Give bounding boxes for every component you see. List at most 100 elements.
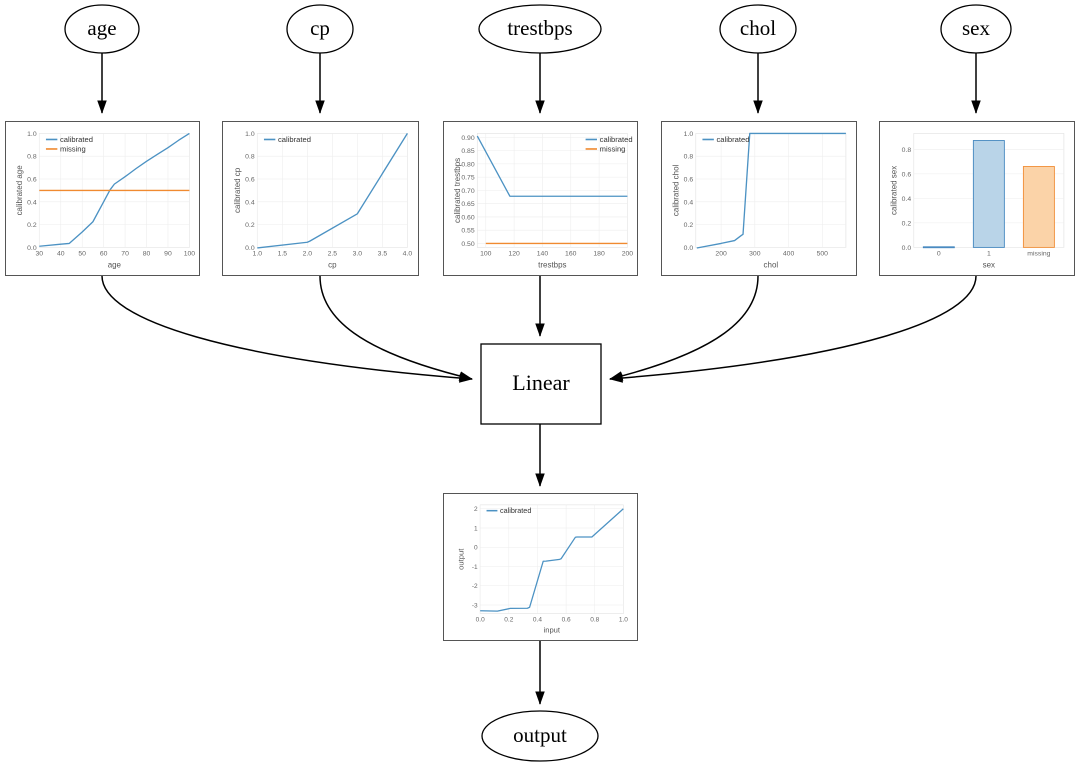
svg-text:0.4: 0.4 bbox=[27, 199, 37, 206]
svg-text:calibrated cp: calibrated cp bbox=[233, 167, 242, 213]
svg-text:calibrated: calibrated bbox=[278, 135, 311, 144]
svg-text:0.60: 0.60 bbox=[461, 214, 474, 221]
svg-text:0.6: 0.6 bbox=[684, 176, 694, 183]
svg-text:0.8: 0.8 bbox=[902, 147, 912, 154]
svg-text:0.50: 0.50 bbox=[461, 241, 474, 248]
node-chol-label: chol bbox=[740, 16, 776, 40]
svg-text:0.2: 0.2 bbox=[684, 222, 694, 229]
svg-text:60: 60 bbox=[100, 251, 108, 258]
node-trestbps[interactable] bbox=[478, 4, 602, 54]
node-sex-label: sex bbox=[962, 16, 990, 40]
svg-text:0.70: 0.70 bbox=[461, 188, 474, 195]
edge-sex-chart-to-linear bbox=[609, 275, 977, 383]
node-trestbps-label: trestbps bbox=[507, 16, 572, 40]
svg-text:0.4: 0.4 bbox=[902, 196, 912, 203]
edge-chol-chart-to-linear bbox=[609, 275, 759, 381]
svg-text:400: 400 bbox=[783, 251, 795, 258]
svg-text:0: 0 bbox=[937, 251, 941, 258]
svg-text:age: age bbox=[108, 260, 122, 269]
node-age[interactable] bbox=[64, 4, 140, 54]
svg-text:0.55: 0.55 bbox=[461, 228, 474, 235]
svg-text:2.5: 2.5 bbox=[328, 251, 338, 258]
node-output-label: output bbox=[513, 723, 567, 747]
svg-text:1.0: 1.0 bbox=[619, 616, 628, 623]
svg-text:0.6: 0.6 bbox=[902, 171, 912, 178]
svg-text:180: 180 bbox=[593, 251, 605, 258]
node-output[interactable] bbox=[481, 710, 599, 762]
svg-text:1.0: 1.0 bbox=[27, 131, 37, 138]
svg-text:calibrated age: calibrated age bbox=[15, 165, 24, 216]
svg-text:trestbps: trestbps bbox=[538, 260, 566, 269]
svg-text:140: 140 bbox=[537, 251, 549, 258]
svg-text:1: 1 bbox=[987, 251, 991, 258]
svg-text:missing: missing bbox=[600, 145, 626, 154]
svg-text:4.0: 4.0 bbox=[403, 251, 413, 258]
svg-text:missing: missing bbox=[60, 145, 86, 154]
svg-text:missing: missing bbox=[1027, 251, 1050, 258]
svg-text:160: 160 bbox=[565, 251, 577, 258]
svg-text:input: input bbox=[544, 626, 561, 635]
svg-text:90: 90 bbox=[164, 251, 172, 258]
svg-text:70: 70 bbox=[121, 251, 129, 258]
svg-text:1: 1 bbox=[474, 525, 478, 532]
svg-text:0: 0 bbox=[474, 545, 478, 552]
svg-text:0.8: 0.8 bbox=[27, 154, 37, 161]
svg-text:200: 200 bbox=[622, 251, 634, 258]
svg-text:0.65: 0.65 bbox=[461, 201, 474, 208]
svg-text:0.0: 0.0 bbox=[684, 245, 694, 252]
svg-text:0.4: 0.4 bbox=[245, 199, 255, 206]
svg-text:0.8: 0.8 bbox=[590, 616, 599, 623]
svg-text:calibrated: calibrated bbox=[60, 135, 93, 144]
node-sex[interactable] bbox=[940, 4, 1012, 54]
svg-text:3.5: 3.5 bbox=[378, 251, 388, 258]
svg-text:1.0: 1.0 bbox=[253, 251, 263, 258]
svg-text:0.6: 0.6 bbox=[27, 176, 37, 183]
svg-text:0.2: 0.2 bbox=[245, 222, 255, 229]
edge-age-chart-to-linear bbox=[101, 275, 473, 383]
node-linear-label: Linear bbox=[512, 370, 570, 395]
svg-text:calibrated sex: calibrated sex bbox=[889, 166, 898, 215]
svg-text:0.0: 0.0 bbox=[27, 245, 37, 252]
edge-cp-chart-to-linear bbox=[319, 275, 473, 381]
svg-text:3.0: 3.0 bbox=[353, 251, 363, 258]
svg-text:0.2: 0.2 bbox=[27, 222, 37, 229]
node-cp[interactable] bbox=[286, 4, 354, 54]
svg-text:0.0: 0.0 bbox=[902, 245, 912, 252]
svg-text:calibrated trestbps: calibrated trestbps bbox=[453, 158, 462, 223]
svg-text:0.8: 0.8 bbox=[684, 154, 694, 161]
svg-text:calibrated: calibrated bbox=[500, 506, 531, 515]
svg-text:50: 50 bbox=[78, 251, 86, 258]
svg-text:0.4: 0.4 bbox=[684, 199, 694, 206]
svg-text:calibrated chol: calibrated chol bbox=[671, 164, 680, 216]
node-age-label: age bbox=[87, 16, 116, 40]
svg-text:output: output bbox=[457, 548, 466, 570]
svg-text:0.90: 0.90 bbox=[461, 135, 474, 142]
node-linear[interactable] bbox=[480, 343, 602, 425]
svg-text:calibrated: calibrated bbox=[717, 135, 750, 144]
svg-text:1.0: 1.0 bbox=[245, 131, 255, 138]
svg-text:chol: chol bbox=[764, 260, 779, 269]
svg-text:500: 500 bbox=[817, 251, 829, 258]
node-cp-label: cp bbox=[310, 16, 330, 40]
node-chol[interactable] bbox=[719, 4, 797, 54]
svg-text:80: 80 bbox=[143, 251, 151, 258]
svg-text:30: 30 bbox=[35, 251, 43, 258]
svg-text:0.6: 0.6 bbox=[562, 616, 571, 623]
svg-text:0.4: 0.4 bbox=[533, 616, 542, 623]
svg-text:0.0: 0.0 bbox=[245, 245, 255, 252]
svg-text:0.6: 0.6 bbox=[245, 176, 255, 183]
